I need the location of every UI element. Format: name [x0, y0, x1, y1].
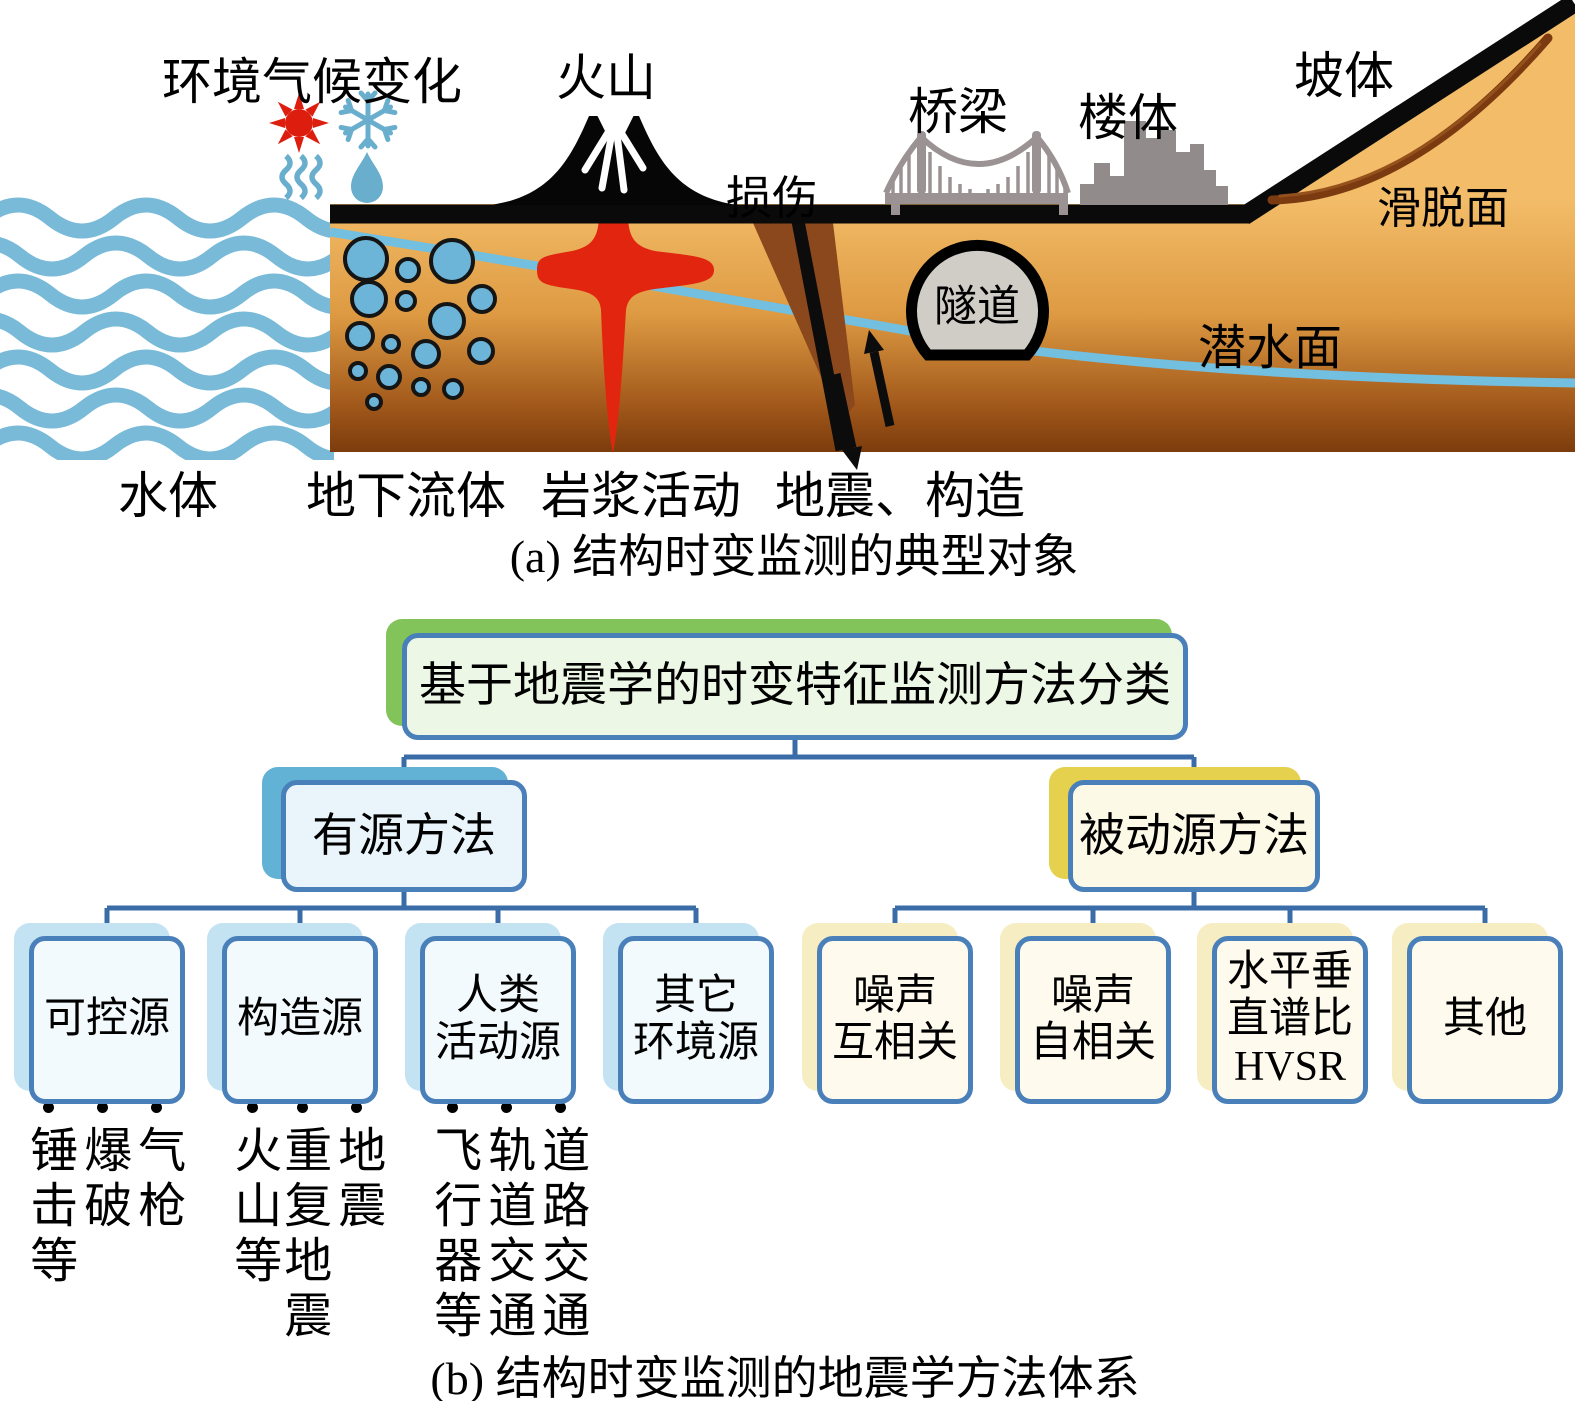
city-buildings-icon [1080, 121, 1228, 205]
heat-waves-icon [279, 153, 323, 201]
passive-label: 被动源方法 [1079, 810, 1309, 862]
active-label: 有源方法 [312, 810, 496, 862]
flowchart-box-other-environment-source: 其它 环境源 [618, 936, 774, 1104]
bullet-icon [42, 1102, 54, 1113]
flowchart-box-human-activity-source: 人类 活动源 [420, 936, 576, 1104]
example-hammer: 锤击等 [21, 1102, 75, 1290]
flowchart-box-controlled-source: 可控源 [29, 936, 185, 1104]
hvsr-line2: 直谱比 [1226, 996, 1353, 1043]
example-aircraft: 飞行器等 [425, 1102, 479, 1345]
flowchart-box-hvsr: 水平垂 直谱比 HVSR [1212, 936, 1368, 1104]
ground-cross-section [330, 6, 1575, 452]
label-tunnel: 隧道 [934, 284, 1020, 331]
volcano-icon [490, 116, 738, 205]
hvsr-line1: 水平垂 [1226, 949, 1353, 996]
example-rail-transit: 轨道交通 [479, 1102, 533, 1345]
sun-icon [269, 93, 329, 153]
root-label: 基于地震学的时变特征监测方法分类 [419, 660, 1171, 713]
raindrop-icon [351, 152, 383, 203]
magma-intrusion-icon [537, 205, 714, 453]
other-env-line1: 其它 [653, 972, 738, 1019]
bullet-icon [296, 1102, 308, 1113]
caption-panel-a: (a) 结构时变监测的典型对象 [509, 531, 1079, 582]
flowchart-passive-box: 被动源方法 [1068, 780, 1320, 892]
flowchart-box-noise-autocorrelation: 噪声 自相关 [1015, 936, 1171, 1104]
example-blasting: 爆破 [75, 1102, 129, 1235]
flowchart-active-box: 有源方法 [281, 780, 527, 892]
other-label: 其他 [1442, 996, 1527, 1043]
human-activity-line2: 活动源 [434, 1020, 561, 1066]
flowchart-box-noise-cross-correlation: 噪声 互相关 [817, 936, 973, 1104]
noise-ac-line1: 噪声 [1050, 972, 1135, 1019]
label-earthquake-tectonics: 地震、构造 [775, 468, 1025, 524]
human-activity-line1: 人类 [455, 972, 540, 1019]
slope-surface-line [1238, 0, 1575, 224]
label-water-body: 水体 [118, 468, 218, 524]
controlled-source-label: 可控源 [43, 996, 170, 1043]
flowchart-root-box: 基于地震学的时变特征监测方法分类 [402, 633, 1188, 740]
groundwater-bubbles-icon [343, 236, 497, 411]
bridge-icon [883, 131, 1071, 215]
bullet-icon [150, 1102, 162, 1113]
bullet-icon [96, 1102, 108, 1113]
label-climate: 环境气候变化 [162, 54, 462, 110]
label-underground-fluid: 地下流体 [306, 468, 506, 524]
example-earthquake: 地震 [329, 1102, 383, 1235]
example-volcano: 火山等 [225, 1102, 279, 1290]
fault-arrows-icon [831, 330, 895, 470]
tectonic-source-label: 构造源 [236, 996, 363, 1043]
label-magma-activity: 岩浆活动 [541, 468, 741, 524]
example-repeating-earthquake: 重复地震 [275, 1102, 329, 1345]
example-road-traffic: 道路交通 [533, 1102, 587, 1345]
fault-line [790, 214, 849, 452]
label-bridge: 桥梁 [908, 84, 1008, 140]
noise-cc-line2: 互相关 [831, 1020, 958, 1066]
hvsr-line3: HVSR [1233, 1043, 1347, 1090]
tunnel-icon [906, 239, 1049, 361]
volcano-eruption-rays [581, 122, 647, 194]
slip-surface-curve [1267, 33, 1553, 205]
label-damage: 损伤 [726, 173, 818, 224]
bullet-icon [446, 1102, 458, 1113]
other-env-line2: 环境源 [632, 1020, 759, 1066]
label-building: 楼体 [1078, 90, 1178, 146]
flowchart-box-other: 其他 [1407, 936, 1563, 1104]
example-airgun: 气枪 [129, 1102, 183, 1235]
flowchart-box-tectonic-source: 构造源 [222, 936, 378, 1104]
bullet-icon [246, 1102, 258, 1113]
label-volcano: 火山 [556, 50, 656, 106]
panel-a-illustration [0, 0, 1575, 470]
bullet-icon [500, 1102, 512, 1113]
label-slip-surface: 滑脱面 [1377, 184, 1509, 233]
bullet-icon [554, 1102, 566, 1113]
noise-cc-line1: 噪声 [852, 972, 937, 1019]
snowflake-icon [338, 90, 398, 150]
slip-surface-texture [1278, 42, 1542, 198]
bullet-icon [350, 1102, 362, 1113]
noise-ac-line2: 自相关 [1029, 1020, 1156, 1066]
label-water-table: 潜水面 [1197, 322, 1343, 375]
caption-panel-b: (b) 结构时变监测的地震学方法体系 [430, 1353, 1140, 1401]
label-slope: 坡体 [1294, 48, 1394, 104]
